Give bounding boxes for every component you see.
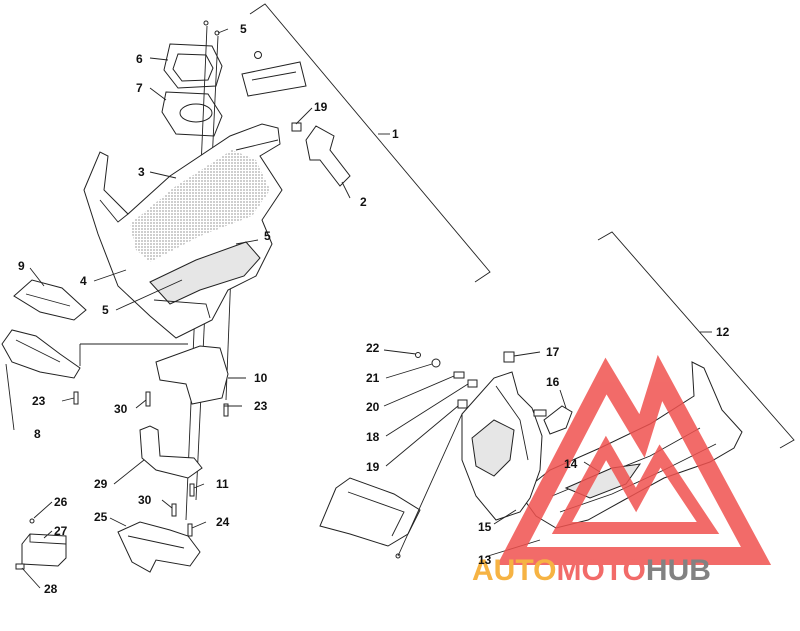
part-25-guard (117, 521, 201, 573)
assembly-bracket-12 (597, 231, 795, 449)
callout-20: 20 (366, 400, 380, 414)
logo-word-auto: AUTO (472, 554, 556, 587)
callout-9: 9 (18, 259, 25, 273)
callout-5: 5 (102, 303, 109, 317)
part-16-knob (533, 405, 573, 435)
part-29-bracket (139, 425, 203, 479)
part-2-bracket (305, 125, 351, 187)
callout-26: 26 (54, 495, 68, 509)
callout-14: 14 (564, 457, 578, 471)
part-19-clip-top (241, 61, 307, 132)
leader-lines-left (5, 28, 351, 589)
callout-23: 23 (32, 394, 46, 408)
callout-24: 24 (216, 515, 230, 529)
callout-5: 5 (264, 229, 271, 243)
callout-labels: 5 6 7 19 1 3 2 5 9 4 5 10 23 30 23 8 29 … (18, 22, 730, 596)
part-27-module (15, 518, 67, 570)
callout-22: 22 (366, 341, 380, 355)
part-10-cover (155, 345, 229, 405)
automotohub-logo: AUTOMOTOHUB (472, 354, 772, 587)
callout-3: 3 (138, 165, 145, 179)
callout-23: 23 (254, 399, 268, 413)
callout-17: 17 (546, 345, 560, 359)
callout-29: 29 (94, 477, 108, 491)
callout-28: 28 (44, 582, 58, 596)
part-6-gasket (163, 43, 223, 89)
part-9-pad (13, 279, 87, 321)
callout-30: 30 (114, 402, 128, 416)
callout-19: 19 (366, 460, 380, 474)
callout-15: 15 (478, 520, 492, 534)
part-8-shroud (1, 329, 188, 379)
callout-21: 21 (366, 371, 380, 385)
callout-8: 8 (34, 427, 41, 441)
callout-27: 27 (54, 524, 68, 538)
part-15-inner-fairing (461, 371, 543, 521)
callout-19: 19 (314, 100, 328, 114)
fasteners (73, 391, 229, 537)
callout-25: 25 (94, 510, 108, 524)
callout-7: 7 (136, 81, 143, 95)
part-7-plate (161, 91, 223, 137)
callout-5: 5 (240, 22, 247, 36)
callout-10: 10 (254, 371, 268, 385)
callout-4: 4 (80, 274, 87, 288)
logo-word-hub: HUB (646, 554, 711, 587)
callout-6: 6 (136, 52, 143, 66)
callout-11: 11 (216, 477, 229, 491)
callout-18: 18 (366, 430, 380, 444)
callout-16: 16 (546, 375, 560, 389)
part-3-4-inner-panel (83, 123, 283, 339)
callout-30: 30 (138, 493, 152, 507)
svg-text:AUTOMOTOHUB: AUTOMOTOHUB (472, 554, 711, 587)
callout-1: 1 (392, 127, 399, 141)
part-13-mounting-frame (319, 477, 421, 547)
callout-12: 12 (716, 325, 730, 339)
callout-2: 2 (360, 195, 367, 209)
assembly-bracket-1 (249, 3, 491, 283)
callout-13: 13 (478, 553, 492, 567)
right-fasteners (395, 351, 515, 559)
logo-word-moto: MOTO (556, 554, 645, 587)
